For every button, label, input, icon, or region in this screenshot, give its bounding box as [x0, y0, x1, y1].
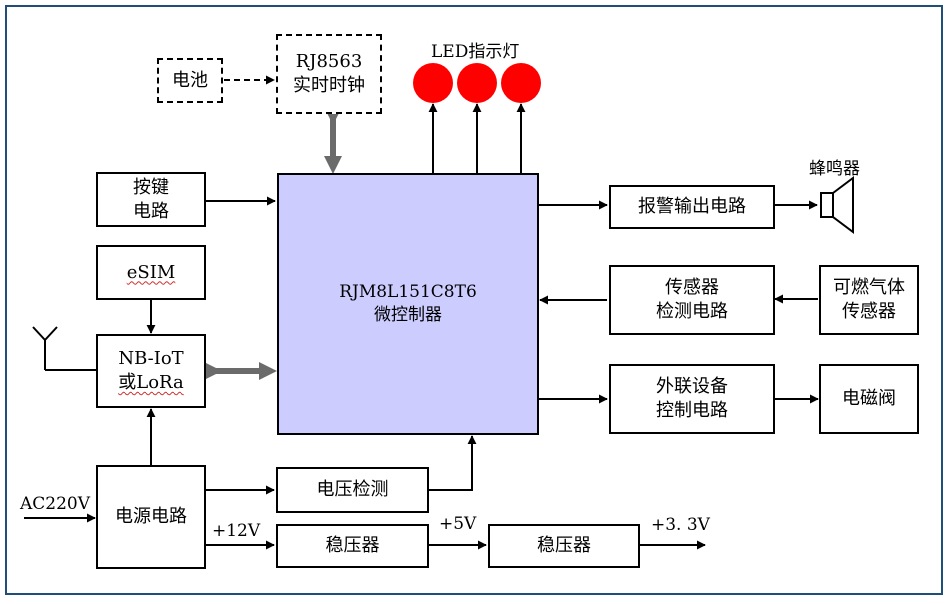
power-label: 电源电路: [115, 506, 187, 527]
mcu-box: RJM8L151C8T6 微控制器: [277, 173, 539, 435]
led-2-icon: [457, 63, 497, 103]
regulator-2-label: 稳压器: [537, 535, 591, 556]
battery-label: 电池: [172, 69, 208, 91]
rtc-line2: 实时时钟: [293, 75, 365, 96]
antenna-icon: [32, 326, 96, 371]
valve-label: 电磁阀: [842, 388, 896, 409]
power-box: 电源电路: [96, 465, 206, 569]
ext-ctrl-line1: 外联设备: [656, 376, 728, 397]
sensor-circuit-line1: 传感器: [665, 277, 719, 298]
nbiot-box: NB-IoT 或LoRa: [96, 334, 206, 408]
rail-12v-label: +12V: [212, 521, 261, 541]
ext-ctrl-box: 外联设备 控制电路: [609, 364, 775, 434]
buzzer-label: 蜂鸣器: [809, 159, 860, 179]
led-label: LED指示灯: [431, 42, 520, 62]
nbiot-line1: NB-IoT: [118, 348, 184, 369]
vdetect-to-mcu-arrow: [429, 435, 477, 491]
gas-sensor-line1: 可燃气体: [833, 277, 905, 298]
ext-ctrl-line2: 控制电路: [656, 400, 728, 421]
keys-box: 按键 电路: [96, 172, 206, 227]
regulator-1-label: 稳压器: [325, 535, 380, 556]
nbiot-line2: 或LoRa: [118, 372, 184, 393]
esim-box: eSIM: [96, 245, 206, 300]
regulator-1-box: 稳压器: [276, 524, 429, 568]
sensor-circuit-line2: 检测电路: [656, 301, 728, 322]
keys-line2: 电路: [133, 200, 169, 222]
keys-line1: 按键: [133, 176, 169, 198]
alarm-box: 报警输出电路: [609, 185, 775, 229]
esim-label: eSIM: [126, 261, 176, 283]
gas-sensor-line2: 传感器: [842, 301, 896, 322]
voltage-detect-box: 电压检测: [276, 467, 429, 513]
rtc-line1: RJ8563: [295, 51, 363, 72]
mcu-line2: 微控制器: [374, 305, 442, 325]
led-1-icon: [413, 63, 453, 103]
valve-box: 电磁阀: [819, 364, 919, 434]
buzzer-speaker-icon: [820, 176, 854, 234]
led-3-icon: [501, 63, 541, 103]
rail-3v3-label: +3. 3V: [651, 515, 710, 535]
alarm-label: 报警输出电路: [638, 196, 746, 217]
mcu-line1: RJM8L151C8T6: [339, 282, 477, 302]
voltage-detect-label: 电压检测: [316, 479, 389, 500]
sensor-circuit-box: 传感器 检测电路: [609, 265, 775, 335]
rtc-box: RJ8563 实时时钟: [276, 34, 382, 114]
regulator-2-box: 稳压器: [488, 524, 640, 568]
rail-5v-label: +5V: [439, 514, 477, 534]
ac-input-label: AC220V: [20, 494, 91, 514]
gas-sensor-box: 可燃气体 传感器: [819, 265, 919, 335]
diagram-border: [5, 5, 943, 595]
battery-box: 电池: [157, 58, 223, 103]
